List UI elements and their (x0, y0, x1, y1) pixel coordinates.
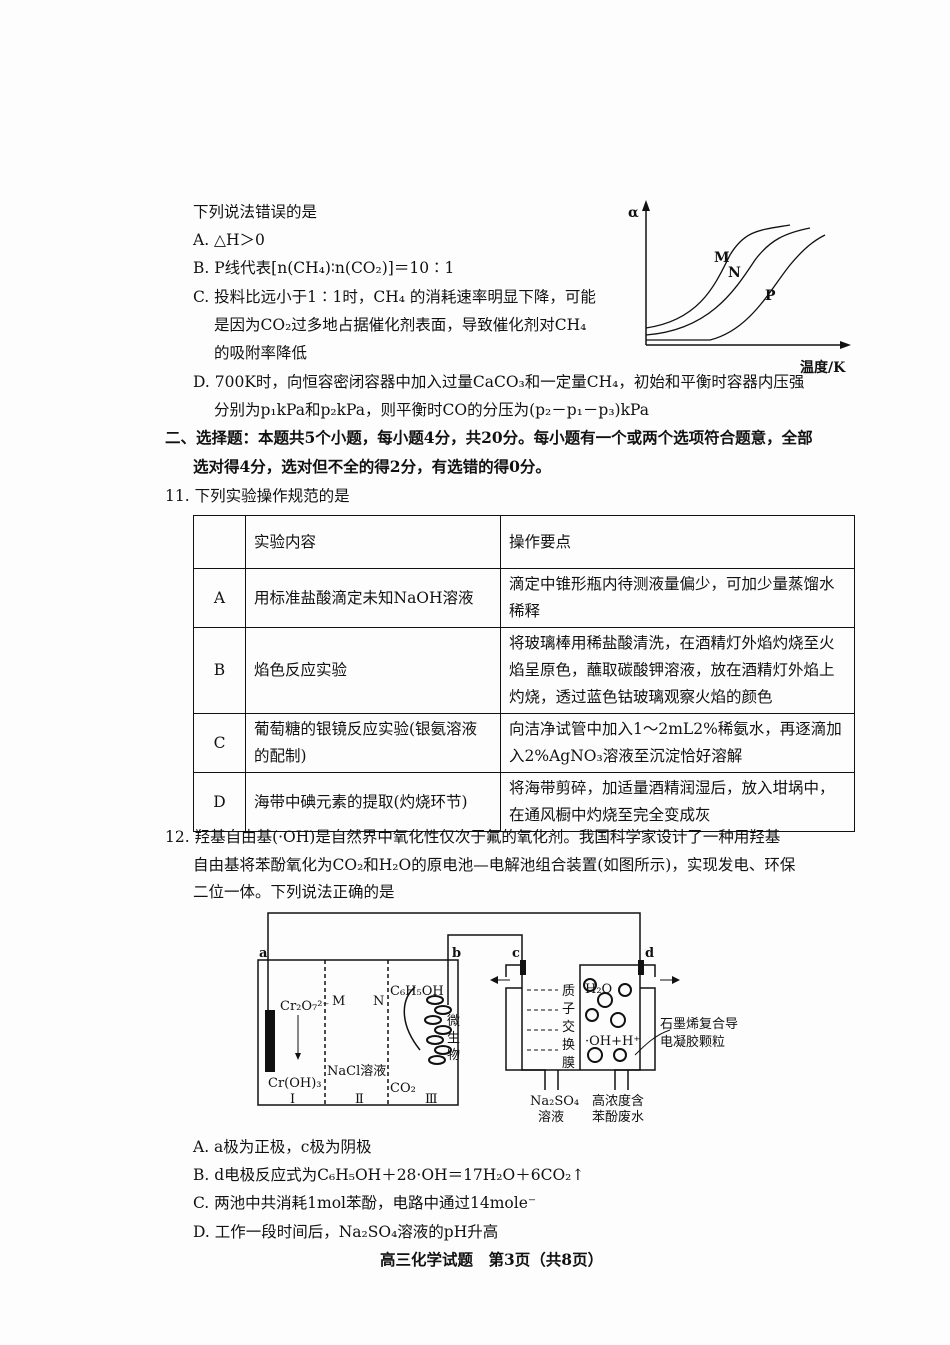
microbe-label: 微 (447, 1014, 460, 1029)
membrane-label: 膜 (562, 1056, 575, 1071)
q10-option-c-2: 是因为CO₂过多地占据催化剂表面，导致催化剂对CH₄ (214, 316, 587, 334)
curve-n (645, 227, 811, 336)
graphene-label: 电凝胶颗粒 (660, 1034, 725, 1050)
graphene-label: 石墨烯复合导 (660, 1017, 738, 1032)
nacl-label: NaCl溶液 (327, 1064, 386, 1079)
curve-m (645, 224, 791, 329)
na2so4-label: Na₂SO₄ (530, 1094, 579, 1109)
q10-option-b: B. P线代表[n(CH₄)∶n(CO₂)]＝10∶1 (193, 259, 455, 277)
curve-label-n: N (728, 265, 741, 281)
alpha-temperature-graph: α 温度/K M N P (628, 200, 851, 375)
q10-option-c: C. 投料比远小于1∶1时，CH₄ 的消耗速率明显下降，可能 (193, 288, 596, 306)
q11-table: 实验内容 操作要点 A 用标准盐酸滴定未知NaOH溶液 滴定中锥形瓶内待测液量偏… (193, 515, 855, 832)
membrane-label: 交 (562, 1019, 575, 1035)
q10-stem: 下列说法错误的是 (193, 203, 318, 221)
waste-label: 高浓度含 (592, 1093, 644, 1109)
x-axis-label: 温度/K (800, 359, 846, 375)
table-header-row: 实验内容 操作要点 (193, 515, 855, 569)
cr2o7-label: Cr₂O₇²⁻ (280, 999, 329, 1014)
microbe-label: 生 (447, 1031, 460, 1046)
q11-stem: 11. 下列实验操作规范的是 (165, 487, 350, 505)
na2so4-label: 溶液 (538, 1110, 564, 1125)
q12-stem-3: 二位一体。下列说法正确的是 (193, 883, 395, 901)
electrode-b-label: b (452, 946, 461, 961)
header-content: 实验内容 (245, 515, 501, 569)
chamber-iii-label: Ⅲ (425, 1092, 438, 1107)
q10-option-d: D. 700K时，向恒容密闭容器中加入过量CaCO₃和一定量CH₄，初始和平衡时… (193, 373, 805, 391)
q12-stem: 12. 羟基自由基(·OH)是自然界中氧化性仅次于氟的氧化剂。我国科学家设计了一… (165, 828, 781, 846)
membrane-label: 质 (562, 984, 575, 999)
header-points: 操作要点 (500, 515, 855, 569)
q10-option-a: A. △H＞0 (193, 231, 265, 249)
waste-label: 苯酚废水 (592, 1109, 644, 1125)
electrode-d-label: d (645, 946, 654, 961)
membrane-m-label: M (332, 994, 345, 1009)
electrode-a-label: a (259, 946, 268, 961)
page-footer: 高三化学试题 第3页（共8页） (380, 1250, 604, 1269)
table-row: A 用标准盐酸滴定未知NaOH溶液 滴定中锥形瓶内待测液量偏少，可加少量蒸馏水稀… (193, 568, 855, 628)
curve-p (646, 234, 826, 341)
q12-stem-2: 自由基将苯酚氧化为CO₂和H₂O的原电池—电解池组合装置(如图所示)，实现发电、… (193, 856, 796, 874)
y-axis-label: α (628, 205, 639, 221)
q10-option-d-2: 分别为p₁kPa和p₂kPa，则平衡时CO的分压为(p₂－p₁－p₃)kPa (214, 401, 649, 419)
q10-option-c-3: 的吸附率降低 (214, 344, 308, 362)
phenol-label: C₆H₅OH (390, 984, 444, 999)
electrode-c-label: c (512, 946, 520, 961)
table-row: C 葡萄糖的银镜反应实验(银氨溶液的配制) 向洁净试管中加入1～2mL2%稀氨水… (193, 713, 855, 773)
membrane-n-label: N (373, 994, 384, 1009)
chamber-ii-label: Ⅱ (355, 1092, 364, 1107)
q12-option-d: D. 工作一段时间后，Na₂SO₄溶液的pH升高 (193, 1223, 499, 1241)
q12-option-a: A. a极为正极，c极为阴极 (193, 1138, 372, 1156)
co2-label: CO₂ (390, 1081, 416, 1096)
microbe-label: 物 (447, 1048, 460, 1063)
section-2-heading: 二、选择题：本题共5个小题，每小题4分，共20分。每小题有一个或两个选项符合题意… (165, 428, 813, 447)
section-2-heading-2: 选对得4分，选对但不全的得2分，有选错的得0分。 (193, 457, 551, 476)
table-row: D 海带中碘元素的提取(灼烧环节) 将海带剪碎，加适量酒精润湿后，放入坩埚中，在… (193, 772, 855, 832)
chamber-i-label: Ⅰ (290, 1092, 295, 1107)
curve-label-m: M (714, 250, 730, 266)
table-row: B 焰色反应实验 将玻璃棒用稀盐酸清洗，在酒精灯外焰灼烧至火焰呈原色，蘸取碳酸钾… (193, 627, 855, 714)
croh3-label: Cr(OH)₃ (268, 1076, 322, 1091)
curve-label-p: P (765, 288, 776, 304)
battery-electrolysis-diagram: a b c d Cr₂O₇²⁻ Cr(OH)₃ M N C₆H₅OH CO₂ N… (257, 912, 738, 1125)
h2o-label: H₂O (585, 982, 612, 997)
membrane-label: 换 (562, 1038, 575, 1053)
oh-label: ·OH+H⁺ (585, 1034, 640, 1049)
q12-option-c: C. 两池中共消耗1mol苯酚，电路中通过14mole⁻ (193, 1194, 537, 1212)
q12-option-b: B. d电极反应式为C₆H₅OH＋28·OH＝17H₂O＋6CO₂↑ (193, 1166, 585, 1184)
membrane-label: 子 (562, 1002, 575, 1017)
